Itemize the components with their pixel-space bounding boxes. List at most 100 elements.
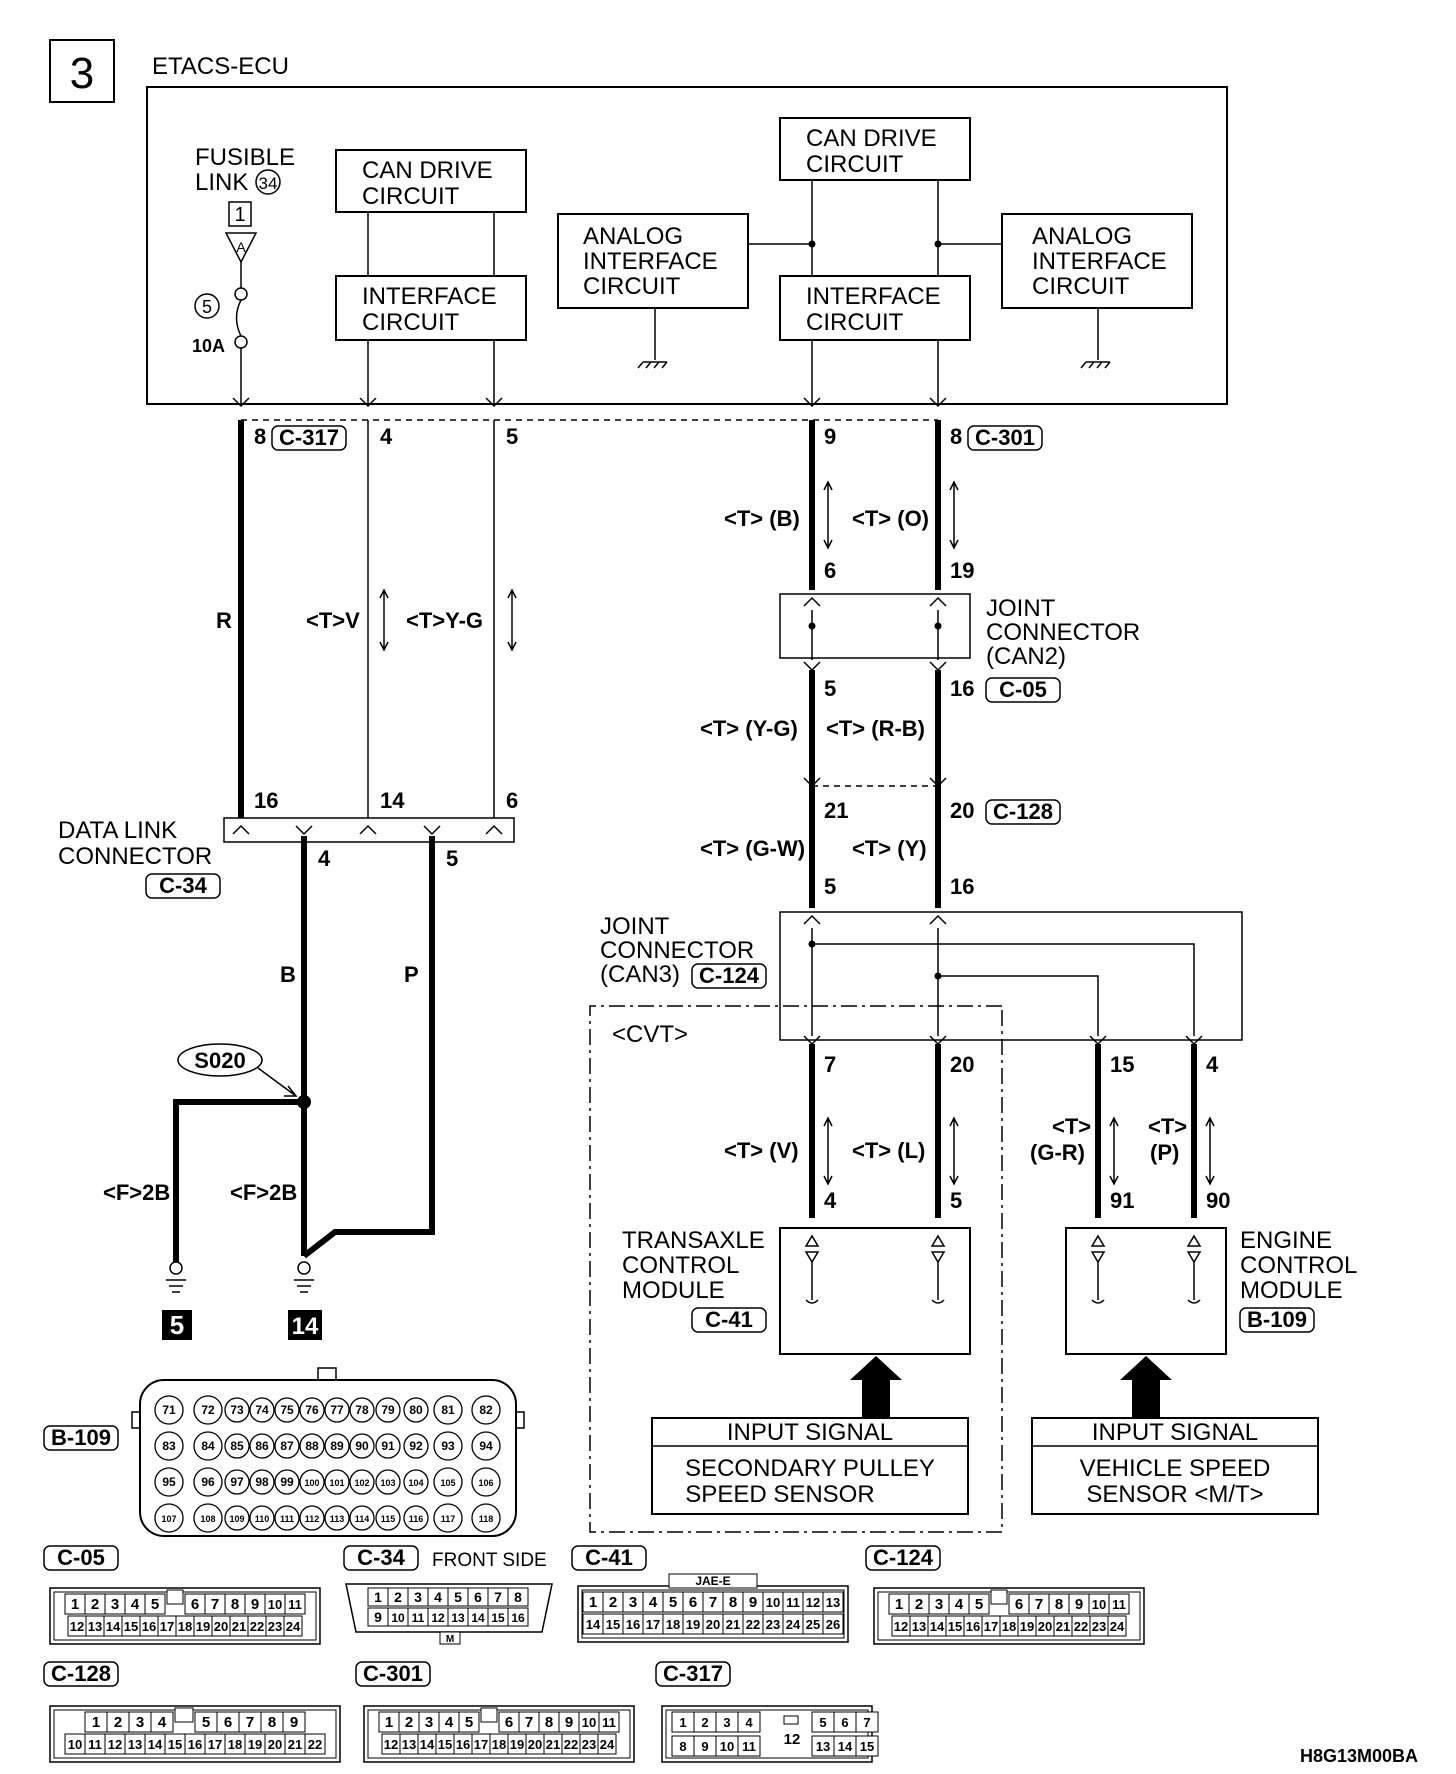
connector-pin <box>737 1711 761 1733</box>
b109-pin <box>349 1505 375 1531</box>
b109-pin-label: 110 <box>255 1514 270 1524</box>
connector-pin-label: 9 <box>374 1609 382 1625</box>
connector-pin <box>144 1593 166 1615</box>
b109-pin-label: 105 <box>440 1478 455 1488</box>
connector-pin-label: 11 <box>786 1595 800 1610</box>
connector-pin-label: 6 <box>224 1714 232 1731</box>
interface-circuit-right <box>779 275 971 341</box>
b109-pin <box>433 1395 463 1425</box>
connector-pin-label: 17 <box>474 1737 488 1752</box>
connector-pin-label: 9 <box>1075 1596 1083 1613</box>
connector-ref-c124 <box>691 963 767 989</box>
connector-pin-label: 4 <box>745 1715 753 1730</box>
pin-label: 5 <box>446 846 458 871</box>
connector-pin-label: 24 <box>1110 1619 1125 1634</box>
connector-pin-label: 22 <box>746 1617 760 1632</box>
fuse-number-circle <box>194 293 220 319</box>
connector-pin-label: 21 <box>546 1737 560 1752</box>
connector-pin-label: 5 <box>151 1596 159 1613</box>
connector-pin-label: 22 <box>564 1737 578 1752</box>
connector-pin <box>150 1711 174 1733</box>
b109-pin-label: 103 <box>380 1478 395 1488</box>
can-drive-right-text-1: CAN DRIVE <box>806 125 937 152</box>
interface-circuit-left <box>335 275 527 341</box>
connector-pin-label: 9 <box>251 1596 259 1613</box>
connector-pin-label: 25 <box>806 1617 820 1632</box>
b109-pin-label: 72 <box>201 1403 215 1417</box>
b109-pin-label: 89 <box>330 1439 344 1453</box>
connector-pin-label: 5 <box>975 1596 983 1613</box>
joint-connector-can3 <box>779 911 1243 1041</box>
connector-pin-label: 21 <box>232 1619 246 1634</box>
connector-pin-label: 11 <box>288 1597 302 1612</box>
wire-color-tb: <T> (B) <box>724 506 800 531</box>
fusible-link-a-mark: A <box>236 239 246 255</box>
connector-pin-label: 13 <box>88 1619 102 1634</box>
b109-pin <box>274 1397 300 1423</box>
ecm-label-3: MODULE <box>1240 1277 1343 1304</box>
connector-pin <box>283 1615 303 1637</box>
connector-pin-label: 3 <box>629 1594 637 1611</box>
b109-pin <box>249 1397 275 1423</box>
front-side-label: FRONT SIDE <box>432 1550 547 1571</box>
connector-ref-text: B-109 <box>1247 1307 1307 1332</box>
connector-pin-label: 8 <box>1055 1596 1063 1613</box>
b109-pin <box>154 1503 184 1533</box>
connector-ref-text: B-109 <box>51 1425 111 1450</box>
connector-ref-c317 <box>271 425 347 451</box>
b109-pin-label: 91 <box>381 1439 395 1453</box>
b109-pin-label: 81 <box>441 1403 455 1417</box>
joint-can2-label-1: JOINT <box>986 595 1056 622</box>
connector-pin-label: 11 <box>602 1715 616 1730</box>
b109-pin-label: 114 <box>355 1514 370 1524</box>
pin-label: 16 <box>950 676 974 701</box>
pin-label: 5 <box>950 1188 962 1213</box>
ground-symbol-icon <box>166 1279 186 1293</box>
b109-pin-label: 117 <box>441 1514 456 1524</box>
connector-pin-label: 19 <box>510 1737 524 1752</box>
pin-label: 4 <box>318 846 331 871</box>
connector-ref-text: C-41 <box>705 1307 753 1332</box>
ground-point-14 <box>288 1310 322 1340</box>
connector-pin <box>282 1711 306 1733</box>
connector-ref-c301-face <box>355 1661 431 1687</box>
pin-label: 8 <box>950 424 962 449</box>
pin-label: 16 <box>950 874 974 899</box>
connector-pin <box>507 1587 529 1607</box>
pin-label: 5 <box>506 424 518 449</box>
pin-label: 14 <box>380 788 405 813</box>
b109-pin <box>299 1397 325 1423</box>
input-arrow-icon <box>1120 1356 1172 1418</box>
connector-m-mark: M <box>446 1634 454 1645</box>
pin-label: 4 <box>1206 1052 1219 1077</box>
connector-pin-label: 4 <box>445 1714 454 1731</box>
connector-pin-label: 8 <box>514 1589 522 1605</box>
splice-pointer-arrow-icon <box>257 1067 298 1097</box>
connector-ref-c128-face <box>43 1661 119 1687</box>
b109-pin <box>249 1505 275 1531</box>
joint-can3-label-3: (CAN3) <box>600 961 680 988</box>
connector-pin-label: 21 <box>1056 1619 1070 1634</box>
connector-pin-label: 14 <box>148 1737 163 1752</box>
b109-pin <box>193 1395 223 1425</box>
analog-interface-right <box>1001 213 1193 309</box>
connector-pin-label: 6 <box>1015 1596 1023 1613</box>
connector-ref-c34 <box>145 873 221 899</box>
cvt-region <box>589 1005 1003 1533</box>
connector-ref-c124-face <box>865 1545 941 1571</box>
connector-pin <box>855 1735 879 1757</box>
connector-pin-label: 3 <box>935 1596 943 1613</box>
connector-pin-label: 18 <box>666 1617 680 1632</box>
connector-ref-text: C-128 <box>993 799 1053 824</box>
b109-pin <box>154 1467 184 1497</box>
page-number-box <box>49 39 115 103</box>
ground-number: 5 <box>170 1310 184 1340</box>
connector-pin-label: 24 <box>600 1737 615 1752</box>
can-drive-circuit-left <box>335 149 527 213</box>
connector-pin-label: 22 <box>250 1619 264 1634</box>
ground-number: 14 <box>292 1313 319 1340</box>
connector-pin-label: 24 <box>786 1617 801 1632</box>
connector-pin-label: 12 <box>806 1595 820 1610</box>
wire-color-b: B <box>280 962 296 987</box>
